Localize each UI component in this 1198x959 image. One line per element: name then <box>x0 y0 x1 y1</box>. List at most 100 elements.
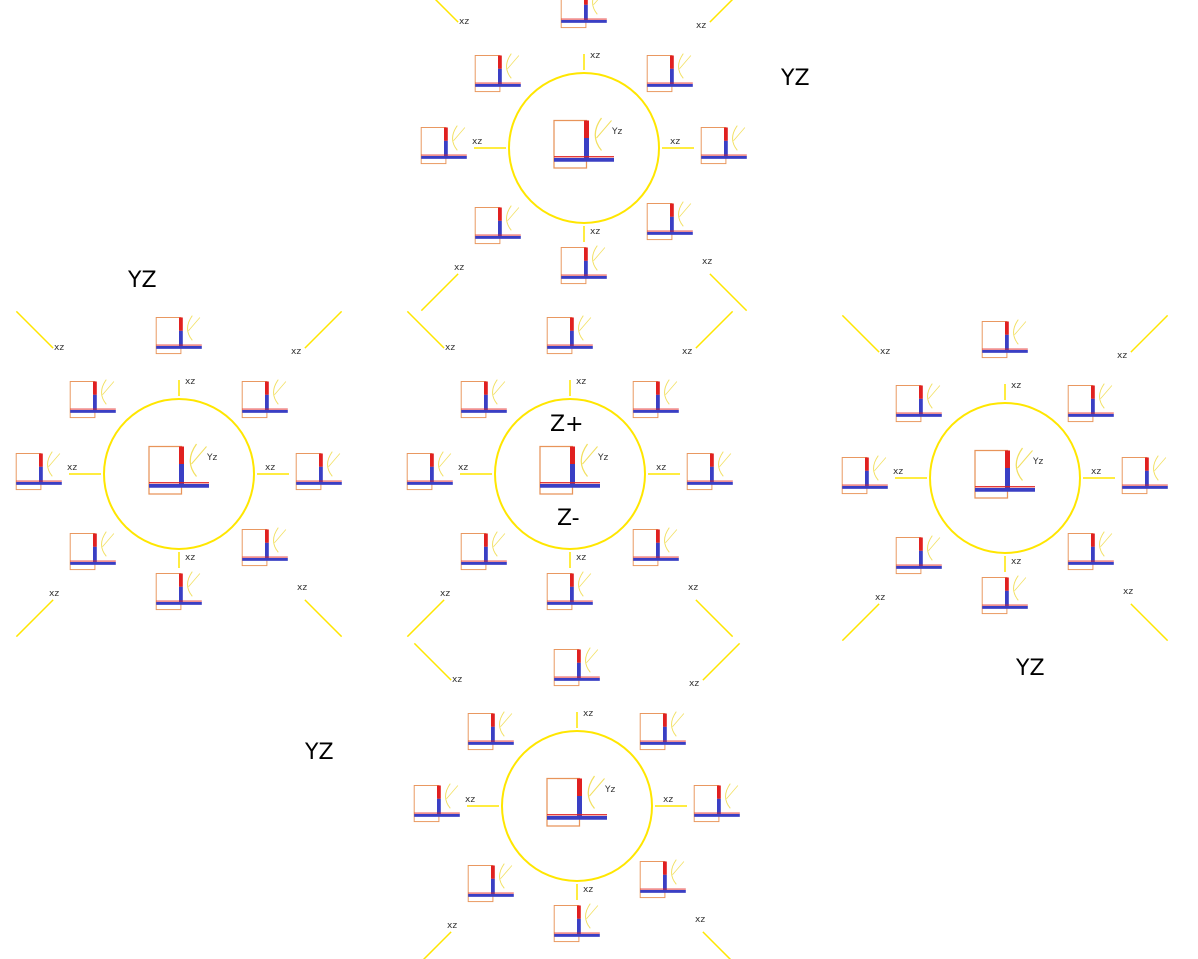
glyph-arc <box>585 903 591 929</box>
satellite-glyph <box>460 531 507 571</box>
glyph-red-bar <box>491 865 495 879</box>
satellite-glyph <box>693 783 740 823</box>
satellite-glyph <box>895 535 942 575</box>
glyph-blue-bar <box>265 542 269 558</box>
xz-label: xz <box>440 589 450 599</box>
glyph-arc-line <box>733 127 746 142</box>
glyph-red-bar <box>656 529 660 543</box>
glyph-red-bar <box>570 317 574 331</box>
diagonal-spoke <box>15 599 54 638</box>
glyph-arc-line <box>665 381 678 396</box>
glyph-red-bar <box>710 453 714 467</box>
glyph-base-bar <box>547 816 607 820</box>
glyph-base-bar <box>242 558 288 561</box>
center-yz-label: Yz <box>597 453 608 463</box>
center-glyph <box>546 775 607 827</box>
glyph-arc-line <box>582 446 598 465</box>
z-plus-label: Z+ <box>550 412 584 437</box>
glyph-arc <box>187 571 193 597</box>
glyph-red-bar <box>179 317 183 331</box>
glyph-arc-line <box>672 713 685 728</box>
glyph-arc <box>1015 447 1024 481</box>
glyph-red-bar <box>663 713 667 727</box>
glyph-blue-bar <box>577 918 581 934</box>
glyph-arc-line <box>493 533 506 548</box>
glyph-base-bar <box>633 410 679 413</box>
satellite-glyph <box>1067 531 1114 571</box>
xz-label: xz <box>1011 557 1021 567</box>
glyph-arc-line <box>102 533 115 548</box>
xz-label: xz <box>576 553 586 563</box>
glyph-red-bar <box>319 453 323 467</box>
glyph-arc <box>499 863 505 889</box>
xz-label: xz <box>458 463 468 473</box>
glyph-blue-bar <box>1005 468 1010 488</box>
glyph-blue-bar <box>39 466 43 482</box>
glyph-arc <box>273 527 279 553</box>
glyph-arc <box>1013 575 1019 601</box>
glyph-base-bar <box>694 814 740 817</box>
xz-label: xz <box>583 709 593 719</box>
glyph-arc <box>506 205 512 231</box>
satellite-glyph <box>553 903 600 943</box>
satellite-glyph <box>241 379 288 419</box>
diagonal-spoke <box>304 310 343 349</box>
glyph-arc-line <box>188 573 201 588</box>
glyph-base-bar <box>554 934 600 937</box>
diagonal-spoke <box>406 599 445 638</box>
glyph-arc-line <box>719 453 732 468</box>
glyph-blue-bar <box>570 330 574 346</box>
glyph-arc-line <box>928 385 941 400</box>
glyph-base-bar <box>475 84 521 87</box>
glyph-arc-line <box>726 785 739 800</box>
glyph-arc <box>499 711 505 737</box>
satellite-glyph <box>981 319 1028 359</box>
glyph-arc-line <box>102 381 115 396</box>
glyph-arc <box>1153 455 1159 481</box>
glyph-base-bar <box>421 156 467 159</box>
satellite-glyph <box>155 571 202 611</box>
glyph-arc <box>506 53 512 79</box>
glyph-red-bar <box>498 207 502 221</box>
glyph-base-bar <box>468 894 514 897</box>
glyph-arc-line <box>679 203 692 218</box>
xz-label: xz <box>696 21 706 31</box>
glyph-arc <box>578 571 584 597</box>
glyph-red-bar <box>577 778 582 796</box>
glyph-arc-line <box>593 247 606 262</box>
glyph-arc-line <box>507 55 520 70</box>
satellite-glyph <box>295 451 342 491</box>
satellite-glyph <box>981 575 1028 615</box>
glyph-arc-line <box>1014 577 1027 592</box>
glyph-blue-bar <box>498 68 502 84</box>
xz-label: xz <box>291 347 301 357</box>
glyph-red-bar <box>919 537 923 551</box>
satellite-glyph <box>155 315 202 355</box>
glyph-arc <box>47 451 53 477</box>
glyph-arc-line <box>665 529 678 544</box>
glyph-arc-line <box>679 55 692 70</box>
xz-label: xz <box>185 377 195 387</box>
glyph-blue-bar <box>1091 546 1095 562</box>
glyph-blue-bar <box>584 4 588 20</box>
glyph-red-bar <box>656 381 660 395</box>
glyph-red-bar <box>93 381 97 395</box>
xz-label: xz <box>656 463 666 473</box>
satellite-glyph <box>420 125 467 165</box>
glyph-arc-line <box>507 207 520 222</box>
glyph-arc-line <box>453 127 466 142</box>
diagonal-spoke <box>15 310 54 349</box>
glyph-arc <box>1099 531 1105 557</box>
xz-label: xz <box>880 347 890 357</box>
glyph-arc-line <box>1100 533 1113 548</box>
xz-label: xz <box>185 553 195 563</box>
glyph-blue-bar <box>570 586 574 602</box>
yz-label-lower-right: YZ <box>1016 656 1045 681</box>
glyph-arc <box>585 647 591 673</box>
xz-label: xz <box>445 343 455 353</box>
satellite-glyph <box>1121 455 1168 495</box>
glyph-blue-bar <box>484 546 488 562</box>
ring <box>501 730 653 882</box>
